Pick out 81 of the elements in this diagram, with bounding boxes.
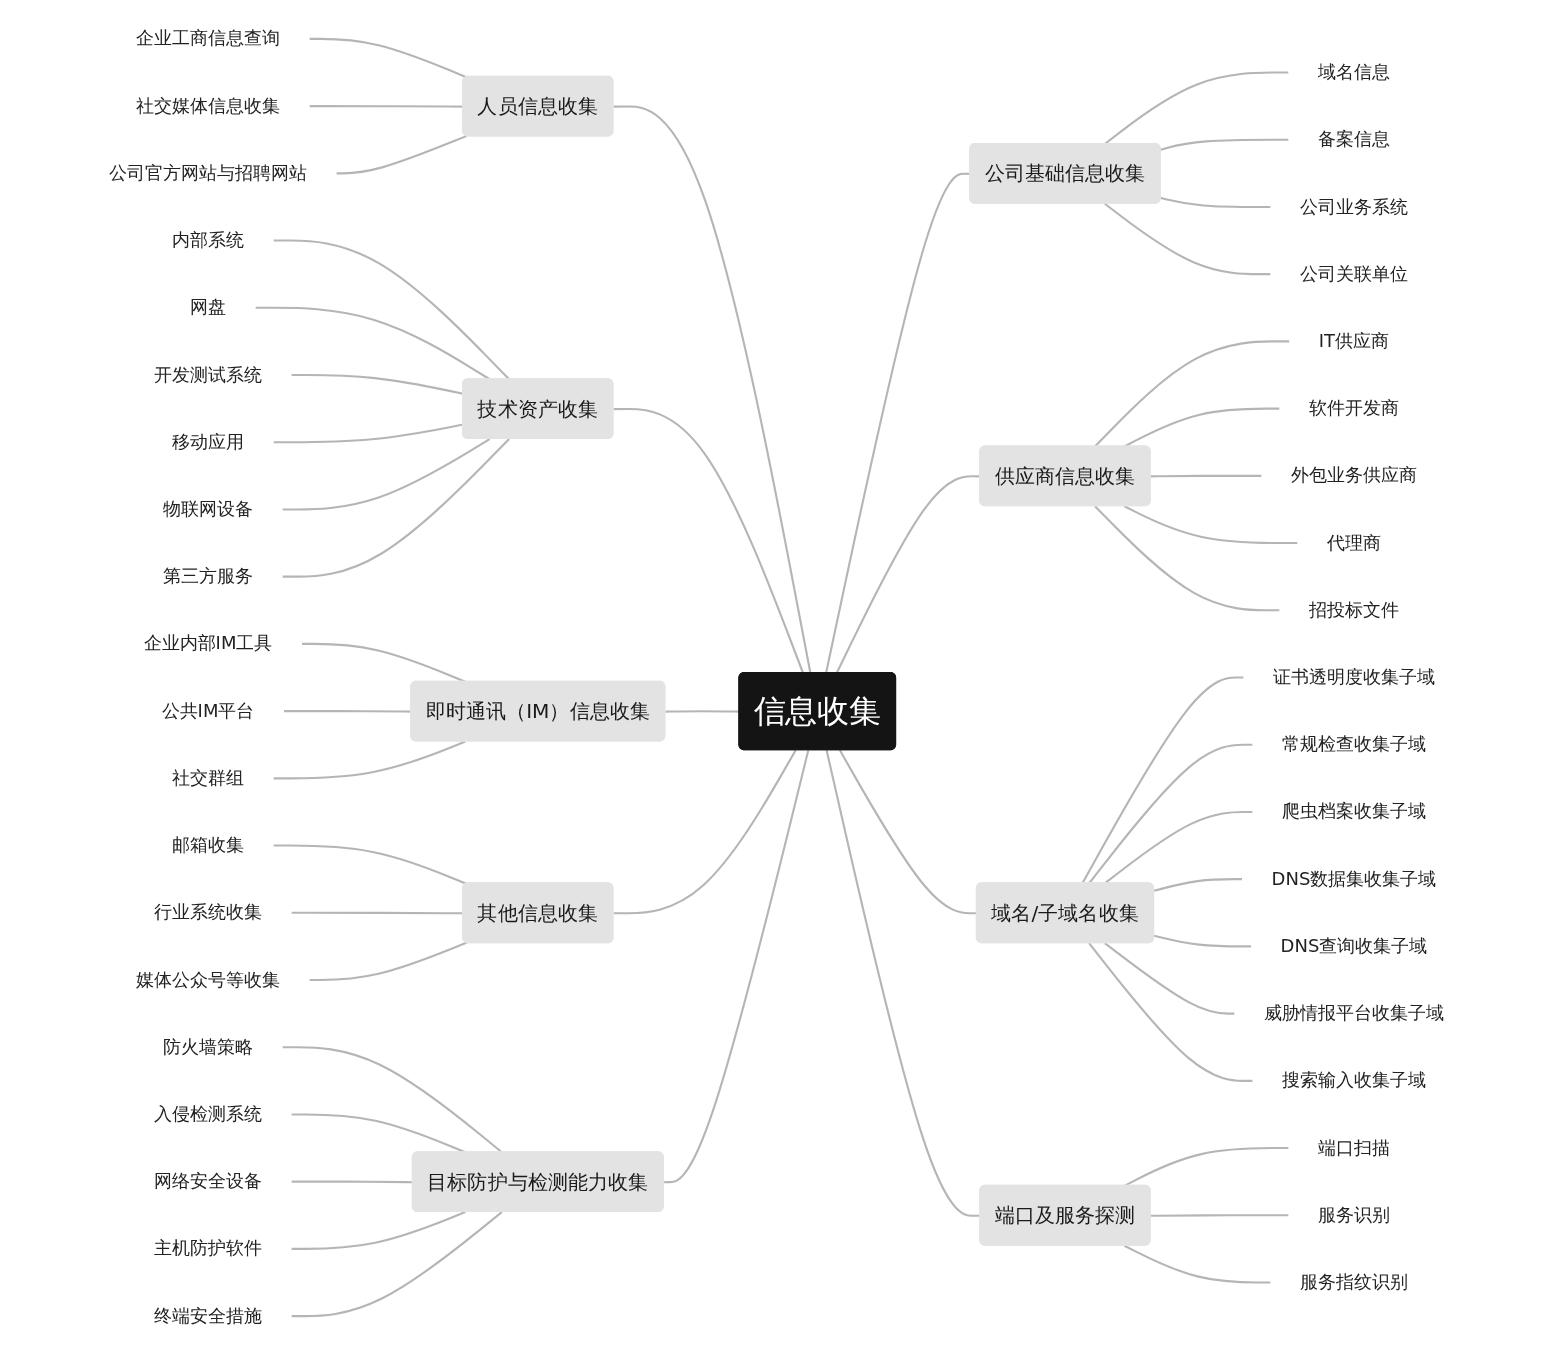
connector-line <box>663 750 810 1184</box>
subtopic-text: 端口扫描 <box>1317 1136 1390 1158</box>
subtopic-text: 服务指纹识别 <box>1299 1271 1408 1293</box>
subtopic-text: 网络安全设备 <box>154 1170 262 1192</box>
connector-line <box>1081 676 1244 884</box>
subtopic-text: 域名信息 <box>1317 61 1390 83</box>
connector-line <box>273 740 466 780</box>
subtopic-text: 外包业务供应商 <box>1291 464 1417 486</box>
subtopic-text: 公共IM平台 <box>161 699 255 721</box>
connector-line <box>1123 1147 1289 1187</box>
topic-box: 供应商信息收集 <box>979 445 1151 507</box>
subtopic-text: 公司业务系统 <box>1299 195 1408 217</box>
connector-line <box>309 37 467 79</box>
subtopic-text: 物联网设备 <box>163 498 254 520</box>
topic-box: 目标防护与检测能力收集 <box>411 1151 664 1213</box>
subtopic-text: 爬虫档案收集子域 <box>1282 800 1426 822</box>
subtopic-text: 行业系统收集 <box>154 901 262 923</box>
subtopic-text: 媒体公众号等收集 <box>136 968 280 990</box>
connector-line <box>613 749 797 915</box>
subtopic-text: 备案信息 <box>1317 128 1390 150</box>
connector-line <box>336 135 467 175</box>
subtopic-text: 网盘 <box>190 296 227 318</box>
subtopic-text: 软件开发商 <box>1308 397 1399 419</box>
topic-box: 端口及服务探测 <box>979 1184 1151 1246</box>
connector-line <box>1094 505 1280 612</box>
connector-line <box>1160 197 1271 208</box>
connector-line <box>1153 878 1242 892</box>
subtopic-text: 公司官方网站与招聘网站 <box>109 161 307 184</box>
topic-box: 技术资产收集 <box>462 378 614 440</box>
central-topic-box: 信息收集 <box>738 671 897 751</box>
subtopic-text: 公司关联单位 <box>1299 262 1408 284</box>
connector-line <box>273 239 510 380</box>
topic-box: 即时通讯（IM）信息收集 <box>410 680 666 742</box>
connector-line <box>282 438 491 511</box>
connector-line <box>1123 505 1298 545</box>
connector-line <box>613 105 812 674</box>
topic-box: 人员信息收集 <box>462 75 614 137</box>
subtopic-text: 主机防护软件 <box>154 1237 262 1259</box>
subtopic-text: 社交群组 <box>172 766 245 789</box>
subtopic-text: 社交媒体信息收集 <box>136 94 280 116</box>
subtopic-text: 第三方服务 <box>163 565 254 587</box>
subtopic-text: 招投标文件 <box>1308 598 1399 621</box>
connector-line <box>1123 1244 1271 1284</box>
connector-line <box>1160 138 1289 151</box>
subtopic-text: 威胁情报平台收集子域 <box>1264 1002 1444 1024</box>
subtopic-text: 入侵检测系统 <box>154 1103 262 1125</box>
subtopic-text: DNS查询收集子域 <box>1280 935 1428 957</box>
connector-line <box>291 1211 503 1318</box>
connector-line <box>282 438 510 578</box>
subtopic-text: 终端安全措施 <box>154 1304 262 1326</box>
connector-line <box>291 1211 466 1250</box>
connector-line <box>273 844 467 885</box>
connector-line <box>302 642 466 683</box>
connector-line <box>309 941 467 982</box>
subtopic-text: 服务识别 <box>1317 1203 1390 1226</box>
subtopic-text: 企业内部IM工具 <box>143 632 273 654</box>
connector-line <box>1153 934 1251 948</box>
subtopic-text: 内部系统 <box>172 229 245 251</box>
subtopic-text: 移动应用 <box>172 430 245 452</box>
subtopic-text: 开发测试系统 <box>154 363 262 385</box>
connector-line <box>1104 202 1271 276</box>
subtopic-text: 代理商 <box>1326 531 1381 553</box>
topic-box: 其他信息收集 <box>462 882 614 944</box>
subtopic-text: 邮箱收集 <box>172 834 245 856</box>
connector-line <box>613 408 805 674</box>
connector-line <box>291 1180 413 1184</box>
connector-line <box>1104 71 1289 145</box>
topic-box: 公司基础信息收集 <box>969 142 1161 204</box>
subtopic-text: 企业工商信息查询 <box>136 27 280 49</box>
subtopic-text: 常规检查收集子域 <box>1282 733 1426 755</box>
subtopic-text: 防火墙策略 <box>163 1035 254 1057</box>
topic-box: 域名/子域名收集 <box>975 882 1155 944</box>
connector-line <box>1150 1214 1289 1217</box>
connector-line <box>1150 474 1262 478</box>
subtopic-text: 搜索输入收集子域 <box>1282 1069 1426 1091</box>
subtopic-text: IT供应商 <box>1318 330 1390 352</box>
subtopic-text: 证书透明度收集子域 <box>1273 666 1435 688</box>
connector-line <box>838 749 977 915</box>
connector-line <box>1088 942 1253 1082</box>
connector-line <box>1104 942 1235 1015</box>
subtopic-text: DNS数据集收集子域 <box>1271 867 1437 889</box>
